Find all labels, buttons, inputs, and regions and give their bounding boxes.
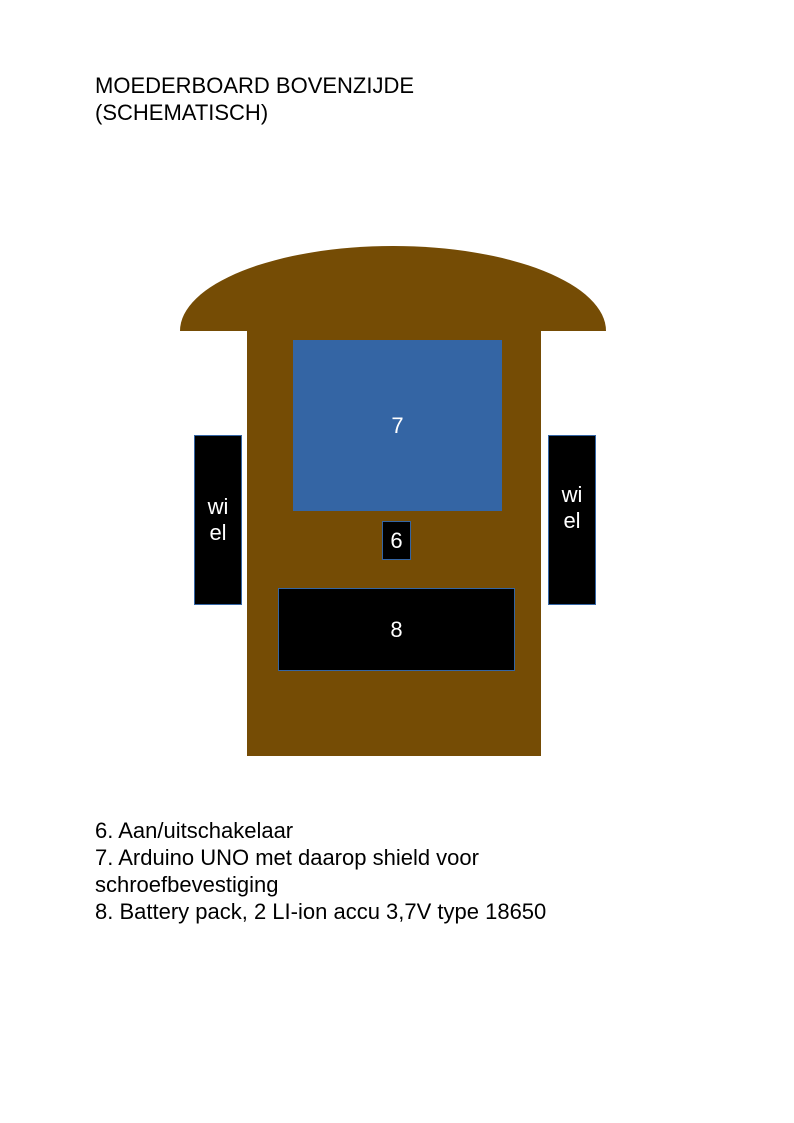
wheel-right-label: wi el	[562, 482, 583, 534]
legend-item-arduino: 7. Arduino UNO met daarop shield voor sc…	[95, 845, 479, 897]
title-line-1: MOEDERBOARD BOVENZIJDE	[95, 73, 415, 98]
legend-item-switch: 6. Aan/uitschakelaar	[95, 818, 294, 843]
wheel-left-label-line-1: wi	[207, 494, 229, 519]
title-line-2: (SCHEMATISCH)	[95, 100, 269, 125]
arduino-label: 7	[391, 412, 404, 438]
arduino-block: 7	[293, 340, 502, 511]
wheel-left: wi el	[194, 435, 242, 605]
wheel-right: wi el	[548, 435, 596, 605]
wheel-right-label-line-1: wi	[561, 482, 583, 507]
switch-label: 6	[390, 527, 403, 553]
page-title: MOEDERBOARD BOVENZIJDE (SCHEMATISCH)	[95, 72, 414, 126]
wheel-left-label: wi el	[208, 494, 229, 546]
power-switch-block: 6	[382, 521, 411, 560]
wheel-left-label-line-2: el	[209, 520, 227, 545]
wheel-right-label-line-2: el	[563, 508, 581, 533]
battery-pack-block: 8	[278, 588, 515, 671]
legend-item-battery: 8. Battery pack, 2 LI-ion accu 3,7V type…	[95, 899, 547, 924]
legend: 6. Aan/uitschakelaar 7. Arduino UNO met …	[95, 817, 655, 925]
battery-label: 8	[390, 616, 403, 642]
